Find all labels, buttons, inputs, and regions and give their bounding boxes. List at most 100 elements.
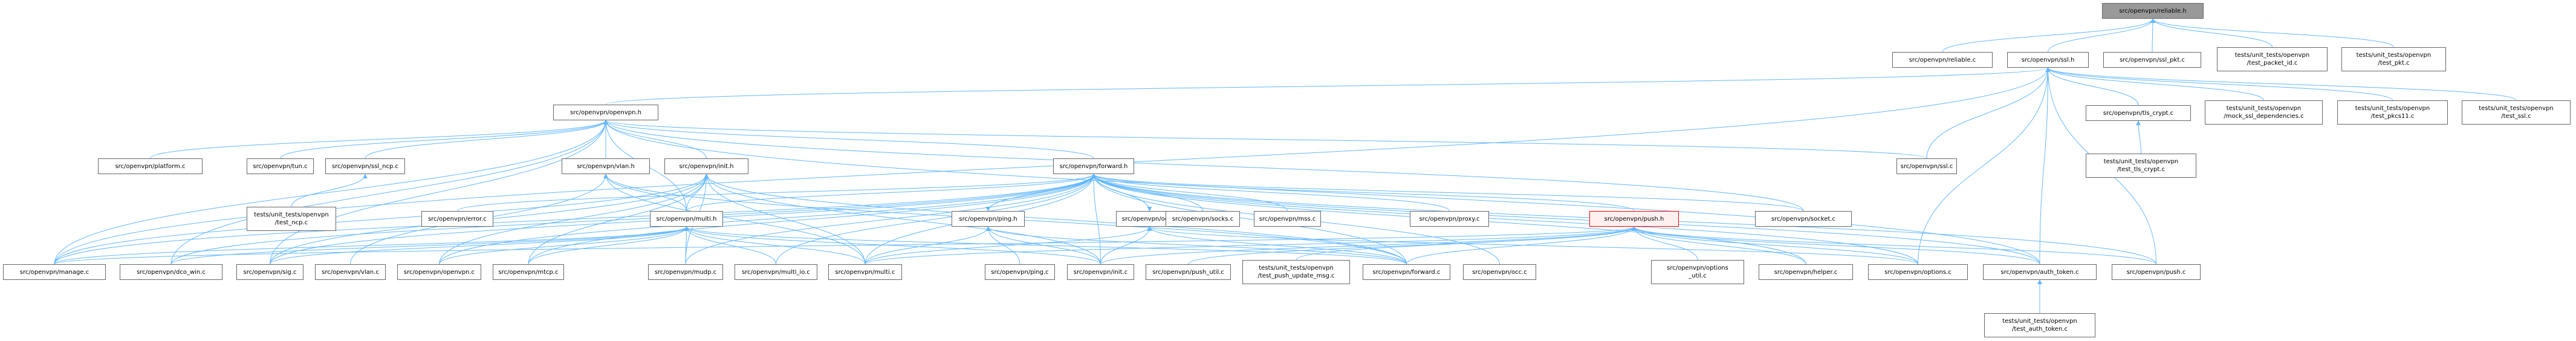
edge-forward_c-to-ping_h (985, 226, 1407, 265)
edge-multi_c-to-push_h (865, 226, 1637, 265)
edge-multi_io_c-to-multi_h (684, 226, 776, 265)
edge-platform_c-to-openvpn_h (150, 120, 608, 159)
edge-mock_ssl_dependencies_c-to-ssl_h (2045, 67, 2264, 101)
node-vlan-h[interactable]: src/openvpn/vlan.h (562, 158, 650, 174)
edge-auth_token_c-to-openvpn_h (603, 120, 2040, 265)
node-occ-c[interactable]: src/openvpn/occ.c (1463, 264, 1536, 280)
edge-mtcp_c-to-forward_h (528, 174, 1096, 265)
edge-ssl_ncp_c-to-openvpn_h (365, 120, 608, 159)
node-ssl-pkt-c[interactable]: src/openvpn/ssl_pkt.c (2103, 52, 2201, 68)
node-tls-crypt-c[interactable]: src/openvpn/tls_crypt.c (2086, 105, 2191, 121)
node-test-auth-token-c[interactable]: tests/unit_tests/openvpn /test_auth_toke… (1984, 313, 2095, 337)
node-multi-c[interactable]: src/openvpn/multi.c (828, 264, 902, 280)
node-options-util-c[interactable]: src/openvpn/options _util.c (1651, 260, 1744, 284)
node-sig-c[interactable]: src/openvpn/sig.c (236, 264, 303, 280)
node-vlan-c[interactable]: src/openvpn/vlan.c (315, 264, 386, 280)
node-socket-c[interactable]: src/openvpn/socket.c (1755, 211, 1852, 227)
edge-forward_h-to-openvpn_h (603, 120, 1094, 159)
node-test-push-update-msg-c[interactable]: tests/unit_tests/openvpn /test_push_upda… (1242, 260, 1350, 284)
node-test-tls-crypt-c[interactable]: tests/unit_tests/openvpn /test_tls_crypt… (2086, 154, 2196, 178)
edge-auth_token_c-to-ssl_h (2039, 67, 2051, 265)
node-forward-c[interactable]: src/openvpn/forward.c (1363, 264, 1450, 280)
node-mtcp-c[interactable]: src/openvpn/mtcp.c (493, 264, 564, 280)
node-reliable-c[interactable]: src/openvpn/reliable.c (1892, 52, 1993, 68)
edge-tls_crypt_c-to-ssl_h (2045, 67, 2139, 106)
edge-sig_c-to-openvpn_h (270, 120, 608, 265)
edge-manage_c-to-ssl_h (54, 67, 2051, 265)
node-push-c[interactable]: src/openvpn/push.c (2112, 264, 2201, 280)
node-init-c[interactable]: src/openvpn/init.c (1067, 264, 1134, 280)
node-socks-c[interactable]: src/openvpn/socks.c (1166, 211, 1240, 227)
node-proxy-c[interactable]: src/openvpn/proxy.c (1410, 211, 1489, 227)
edge-ssl_c-to-openvpn_h (603, 120, 1927, 159)
node-helper-c[interactable]: src/openvpn/helper.c (1759, 264, 1853, 280)
edge-reliable_c-to-reliable_h (1942, 18, 2155, 53)
node-ping-h[interactable]: src/openvpn/ping.h (952, 211, 1025, 227)
edge-ssl_h-to-reliable_h (2048, 18, 2155, 53)
node-ssl-h[interactable]: src/openvpn/ssl.h (2007, 52, 2089, 68)
node-openvpn-c[interactable]: src/openvpn/openvpn.c (397, 264, 481, 280)
edge-manage_c-to-push_h (54, 226, 1637, 265)
edge-test_pkcs11_c-to-ssl_h (2045, 67, 2393, 101)
edge-manage_c-to-openvpn_h (54, 120, 608, 265)
edge-init_c-to-occ_h (1100, 226, 1152, 265)
node-openvpn-h[interactable]: src/openvpn/openvpn.h (553, 105, 658, 120)
edge-multi_c-to-multi_h (684, 226, 866, 265)
edge-mudp_c-to-multi_h (684, 226, 689, 265)
node-reliable-h[interactable]: src/openvpn/reliable.h (2102, 3, 2204, 19)
edge-multi_h-to-vlan_h (603, 174, 687, 212)
edge-manage_c-to-multi_h (54, 226, 689, 265)
node-tun-c[interactable]: src/openvpn/tun.c (247, 158, 314, 174)
edge-options_c-to-ssl_h (1918, 67, 2051, 265)
edge-multi_c-to-vlan_h (603, 174, 866, 265)
edge-test_push_update_msg_c-to-push_h (1296, 226, 1637, 261)
node-mock-ssl-dependencies-c[interactable]: tests/unit_tests/openvpn /mock_ssl_depen… (2205, 100, 2323, 125)
edge-manage_c-to-forward_h (54, 174, 1096, 265)
node-mss-c[interactable]: src/openvpn/mss.c (1254, 211, 1321, 227)
edge-push_h-to-forward_h (1091, 174, 1635, 212)
node-test-ssl-c[interactable]: tests/unit_tests/openvpn /test_ssl.c (2462, 100, 2571, 125)
edge-ssl_c-to-ssl_h (1926, 67, 2051, 159)
node-push-h[interactable]: src/openvpn/push.h (1589, 211, 1679, 227)
edge-mss_c-to-forward_h (1091, 174, 1288, 212)
edge-mtcp_c-to-init_h (528, 174, 709, 265)
edge-init_c-to-init_h (704, 174, 1101, 265)
edge-proxy_c-to-forward_h (1091, 174, 1450, 212)
edge-error_c-to-forward_h (457, 174, 1096, 212)
node-forward-h[interactable]: src/openvpn/forward.h (1053, 158, 1134, 174)
edge-dco_win_c-to-multi_h (170, 226, 689, 265)
node-test-packet-id-c[interactable]: tests/unit_tests/openvpn /test_packet_id… (2217, 47, 2328, 71)
node-test-ncp-c[interactable]: tests/unit_tests/openvpn /test_ncp.c (247, 207, 336, 231)
edge-init_c-to-forward_h (1091, 174, 1101, 265)
node-ssl-c[interactable]: src/openvpn/ssl.c (1896, 158, 1957, 174)
node-push-util-c[interactable]: src/openvpn/push_util.c (1146, 264, 1231, 280)
node-options-c[interactable]: src/openvpn/options.c (1868, 264, 1968, 280)
edge-test_pkt_c-to-reliable_h (2150, 18, 2394, 48)
node-platform-c[interactable]: src/openvpn/platform.c (98, 158, 203, 174)
node-multi-io-c[interactable]: src/openvpn/multi_io.c (735, 264, 817, 280)
edge-dco_win_c-to-openvpn_h (170, 120, 608, 265)
node-ssl-ncp-c[interactable]: src/openvpn/ssl_ncp.c (325, 158, 405, 174)
node-auth-token-c[interactable]: src/openvpn/auth_token.c (1983, 264, 2097, 280)
node-ping-c[interactable]: src/openvpn/ping.c (985, 264, 1055, 280)
edge-test_tls_crypt_c-to-tls_crypt_c (2136, 120, 2141, 154)
node-mudp-c[interactable]: src/openvpn/mudp.c (648, 264, 723, 280)
edge-sig_c-to-multi_h (270, 226, 689, 265)
edge-options_util_c-to-push_h (1632, 226, 1698, 261)
edge-helper_c-to-push_h (1632, 226, 1806, 265)
edge-mtcp_c-to-multi_h (528, 226, 689, 265)
edge-socket_c-to-openvpn_h (603, 120, 1804, 212)
node-error-c[interactable]: src/openvpn/error.c (421, 211, 493, 227)
edge-auth_token_c-to-forward_h (1091, 174, 2040, 265)
node-init-h[interactable]: src/openvpn/init.h (664, 158, 748, 174)
edge-socket_c-to-forward_h (1091, 174, 1804, 212)
edge-forward_h-to-occ_h (1093, 174, 1152, 212)
edge-auth_token_c-to-push_h (1632, 226, 2040, 265)
node-test-pkcs11-c[interactable]: tests/unit_tests/openvpn /test_pkcs11.c (2337, 100, 2448, 125)
node-test-pkt-c[interactable]: tests/unit_tests/openvpn /test_pkt.c (2341, 47, 2446, 71)
node-multi-h[interactable]: src/openvpn/multi.h (650, 211, 723, 227)
edge-manage_c-to-init_h (54, 174, 709, 265)
node-dco-win-c[interactable]: src/openvpn/dco_win.c (120, 264, 222, 280)
node-manage-c[interactable]: src/openvpn/manage.c (3, 264, 106, 280)
